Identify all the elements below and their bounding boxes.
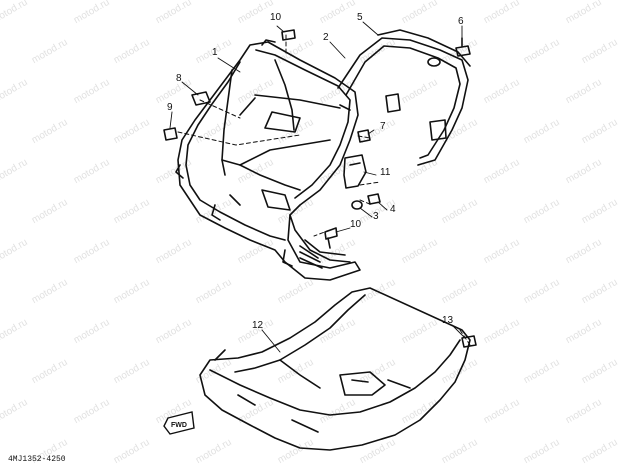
callout-13: 13 [442, 315, 454, 326]
callout-5: 5 [357, 12, 363, 23]
callout-11: 11 [380, 167, 391, 178]
bolt-13 [461, 335, 477, 348]
callout-3: 3 [373, 211, 379, 222]
callout-7: 7 [380, 121, 386, 132]
u-bracket [337, 29, 471, 166]
callout-1: 1 [212, 47, 218, 58]
callout-12: 12 [252, 320, 264, 331]
callout-10-bottom: 10 [350, 219, 362, 230]
forward-arrow-icon: FWD [163, 411, 195, 435]
leg-shield-panel [175, 39, 361, 281]
bolt-7 [357, 129, 371, 143]
callout-9: 9 [167, 102, 173, 113]
callout-leaders [169, 21, 466, 353]
forward-arrow-label: FWD [171, 422, 187, 429]
callout-2: 2 [323, 32, 329, 43]
footrest-cover [199, 287, 471, 451]
part-number-code: 4MJ1352-4250 [8, 455, 66, 464]
bolt-4 [367, 193, 381, 205]
nut-3 [351, 200, 363, 210]
callout-10-top: 10 [270, 12, 282, 23]
clip-8 [191, 91, 211, 106]
callout-8: 8 [176, 73, 182, 84]
callout-4: 4 [390, 204, 396, 215]
callout-6: 6 [458, 16, 464, 27]
clip-11 [343, 154, 367, 189]
screw-9 [163, 127, 178, 141]
screw-10-bottom [324, 227, 338, 249]
screw-10-top [281, 29, 296, 41]
bolt-6 [455, 37, 471, 57]
leader-lines [177, 34, 471, 346]
